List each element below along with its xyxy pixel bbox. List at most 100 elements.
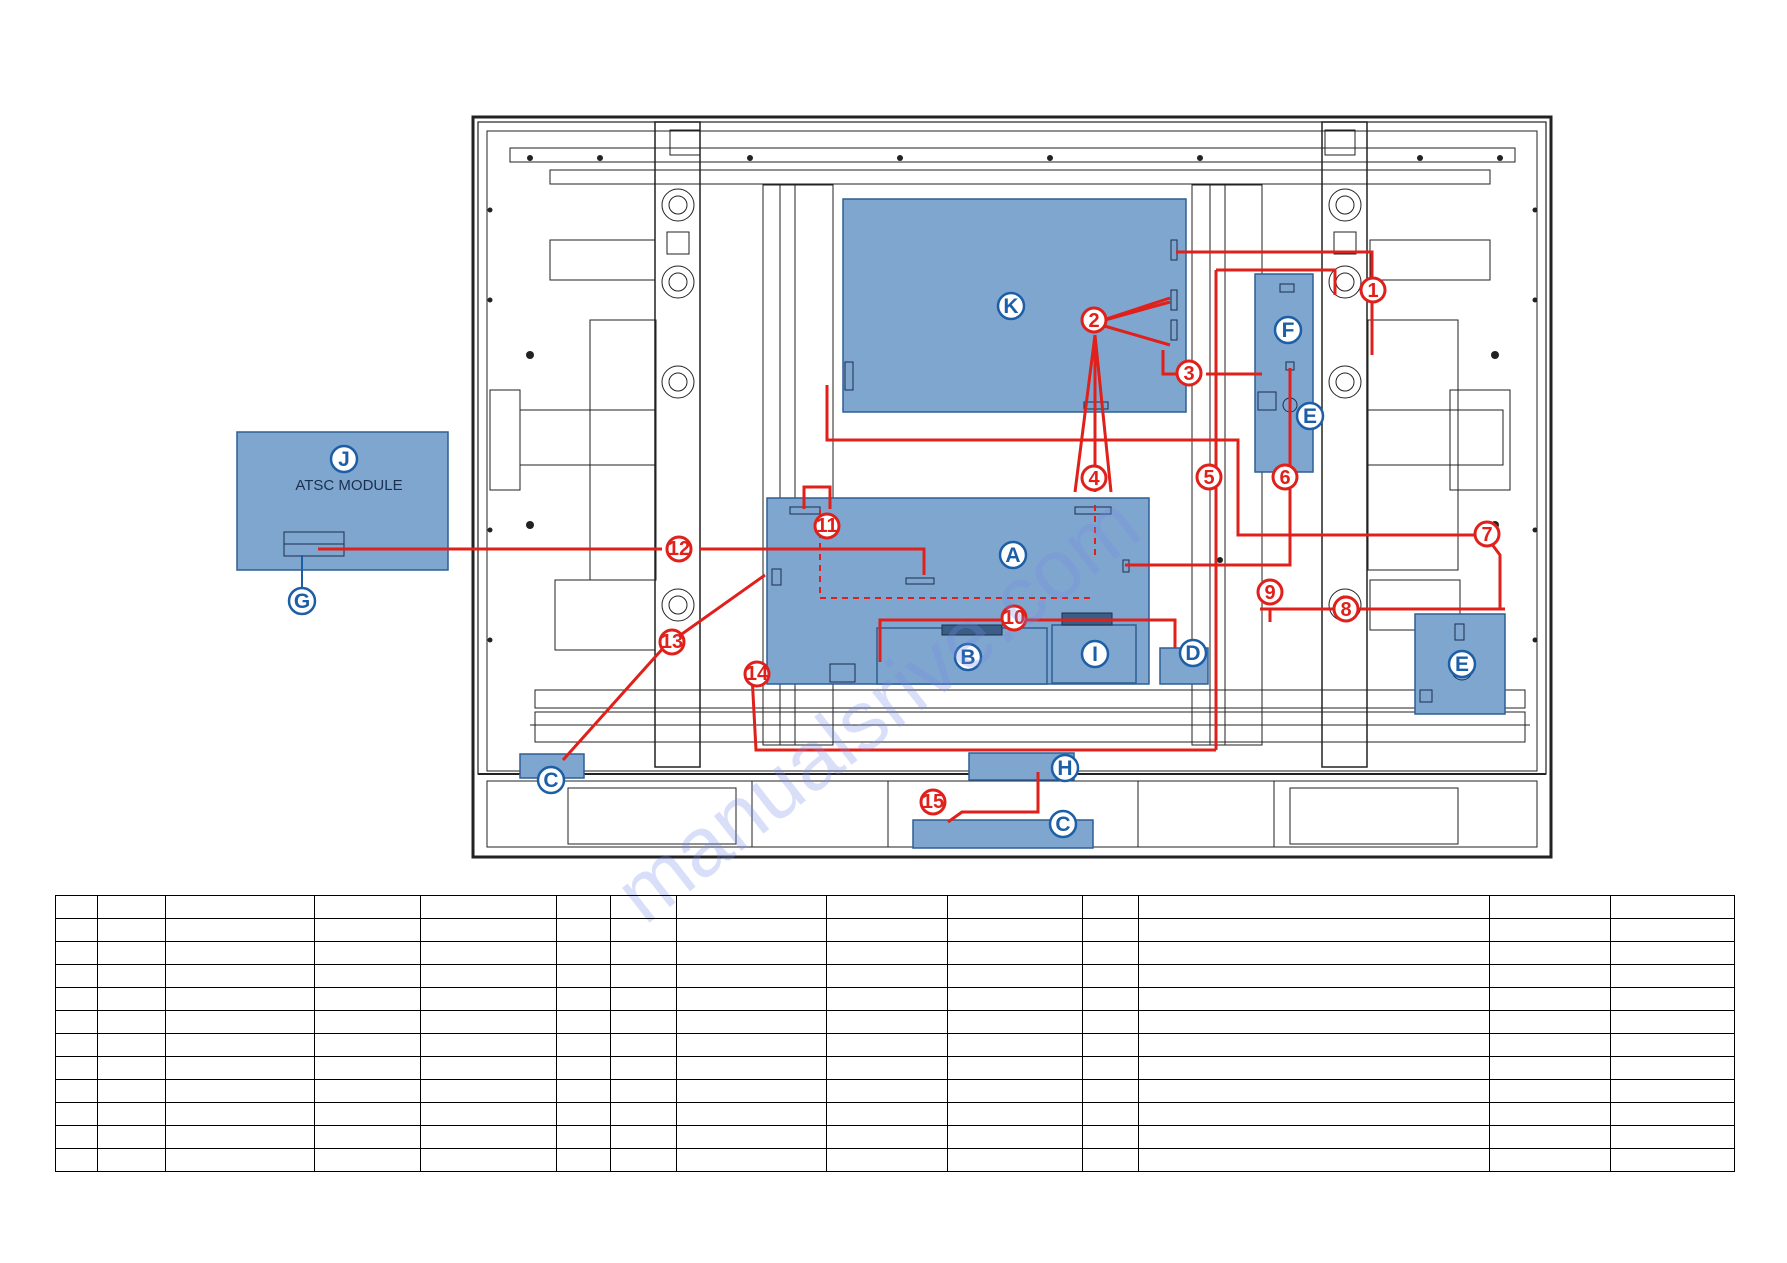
table-cell [676,1033,827,1057]
table-cell [165,1102,315,1126]
table-cell [947,987,1083,1011]
connector-8: 8 [1340,599,1351,621]
table-cell [556,941,611,965]
table-cell [1138,1056,1490,1080]
table-cell [1489,964,1611,988]
table-cell [55,1010,98,1034]
table-cell [610,964,677,988]
table-cell [610,1125,677,1149]
table-cell [1610,918,1735,942]
table-cell [826,1102,948,1126]
table-cell [1138,1148,1490,1172]
table-cell [1489,987,1611,1011]
table-cell [1610,1079,1735,1103]
connector-5: 5 [1203,467,1214,489]
table-cell [165,1079,315,1103]
table-cell [556,895,611,919]
label-h: H [1057,757,1072,780]
table-cell [420,895,557,919]
connector-9: 9 [1264,582,1275,604]
table-cell [676,941,827,965]
table-row [55,1079,1735,1103]
board-letter-labels: A B C C D E E F G H I J K [294,295,1469,836]
table-cell [97,1125,166,1149]
table-cell [676,1148,827,1172]
table-cell [1082,1148,1139,1172]
table-cell [314,1033,421,1057]
table-cell [420,941,557,965]
table-cell [165,987,315,1011]
table-cell [1610,1010,1735,1034]
table-cell [1082,1056,1139,1080]
connector-1: 1 [1367,280,1378,302]
label-c-bottom: C [1055,813,1070,836]
table-cell [676,918,827,942]
connector-14: 14 [746,663,769,685]
board-letter-badges [287,291,1477,839]
connector-12: 12 [668,538,690,560]
table-cell [1138,895,1490,919]
table-cell [314,1056,421,1080]
table-cell [1082,987,1139,1011]
label-e-upper: E [1303,405,1317,428]
table-cell [1610,1033,1735,1057]
table-cell [610,1033,677,1057]
table-cell [1610,941,1735,965]
table-cell [610,895,677,919]
board-b [876,624,1048,685]
label-j: J [338,448,350,471]
table-cell [97,1079,166,1103]
table-cell [165,964,315,988]
table-cell [676,1102,827,1126]
table-cell [826,1148,948,1172]
table-cell [947,895,1083,919]
table-cell [55,1148,98,1172]
table-cell [1138,964,1490,988]
label-e-lower: E [1455,653,1469,676]
table-cell [1082,941,1139,965]
connector-table [55,895,1735,1172]
table-row [55,918,1735,942]
table-row [55,987,1735,1011]
table-cell [556,1010,611,1034]
table-cell [314,1148,421,1172]
table-cell [420,1033,557,1057]
table-cell [1610,987,1735,1011]
connector-table-body [55,895,1735,1172]
table-cell [610,1102,677,1126]
table-cell [1489,1102,1611,1126]
connector-10: 10 [1003,607,1025,629]
table-cell [676,964,827,988]
table-cell [1489,1056,1611,1080]
connector-badges [658,276,1501,816]
table-cell [676,1056,827,1080]
connector-11: 11 [816,515,837,537]
table-cell [97,964,166,988]
table-cell [947,1102,1083,1126]
table-row [55,1010,1735,1034]
table-row [55,941,1735,965]
table-cell [947,1056,1083,1080]
table-cell [420,1079,557,1103]
connector-7: 7 [1481,524,1492,546]
table-cell [1489,1079,1611,1103]
table-cell [556,1056,611,1080]
table-cell [1489,941,1611,965]
table-cell [610,1148,677,1172]
table-cell [947,964,1083,988]
table-cell [420,1056,557,1080]
table-cell [947,1125,1083,1149]
table-cell [314,1102,421,1126]
table-cell [55,1033,98,1057]
table-cell [1082,1125,1139,1149]
table-cell [55,1102,98,1126]
table-cell [556,1125,611,1149]
table-cell [55,941,98,965]
table-cell [165,1148,315,1172]
label-d: D [1185,642,1200,665]
table-cell [826,1033,948,1057]
table-cell [314,918,421,942]
table-cell [1489,1148,1611,1172]
table-cell [1138,1102,1490,1126]
connector-4: 4 [1088,468,1100,490]
